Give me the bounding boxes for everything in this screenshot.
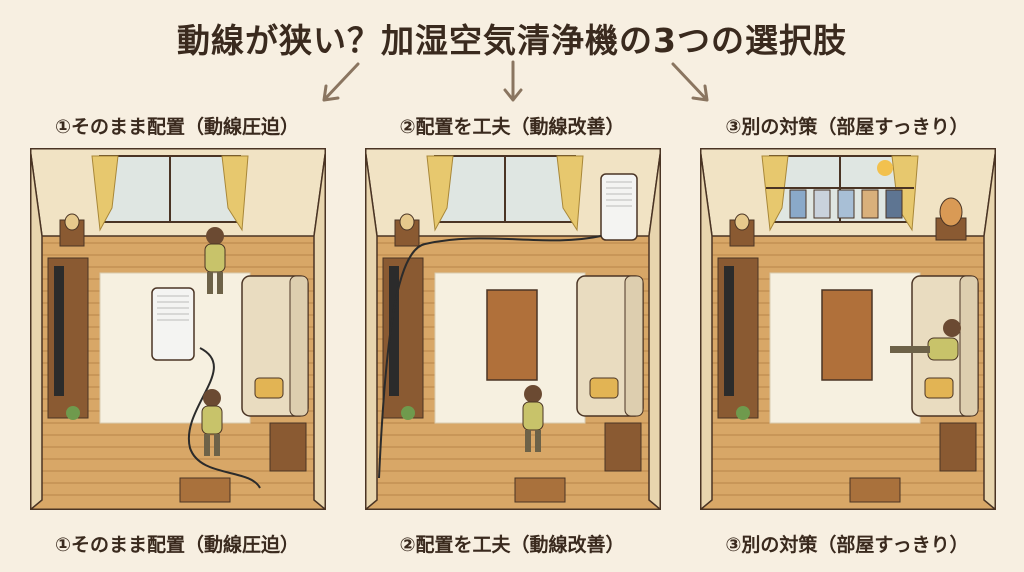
door-mat [849,477,901,503]
coffee-table [486,289,538,381]
room-svg [30,148,326,510]
left-wall [700,148,713,510]
door-mat [179,477,231,503]
sun-icon [877,160,893,176]
left-wall [365,148,378,510]
arrow-left-icon [322,62,360,102]
sofa [241,275,309,417]
clothes-rack [766,187,914,219]
window [99,155,241,223]
sofa [576,275,644,417]
curtains [761,155,919,232]
option-2-caption: ②配置を工夫（動線改善） [399,534,625,556]
curtains [91,155,249,232]
window [434,155,576,223]
curtains [426,155,584,232]
tv-stand [717,257,759,419]
room-svg [365,148,661,510]
power-cord [187,347,261,489]
coffee-table [821,289,873,381]
arrow-right-icon [671,62,709,102]
person [201,389,223,456]
room-illustration-3 [700,148,996,510]
side-table [394,213,420,247]
side-table [729,213,755,247]
air-purifier [600,173,638,241]
bookshelf [939,422,977,472]
plant [66,406,80,420]
person-on-sofa [890,319,961,361]
person [522,385,544,452]
room-svg [700,148,996,510]
room-illustration-2 [365,148,661,510]
power-cord [378,235,602,479]
humidifier [935,197,967,241]
right-wall [983,148,996,510]
left-wall [30,148,43,510]
door-mat [514,477,566,503]
right-wall [313,148,326,510]
right-wall [648,148,661,510]
option-2-heading: ②配置を工夫（動線改善） [399,116,625,138]
option-3-caption: ③別の対策（部屋すっきり） [725,534,969,556]
arrow-down-icon [503,60,523,102]
option-3-heading: ③別の対策（部屋すっきり） [725,116,969,138]
person [204,227,226,294]
option-1-caption: ①そのまま配置（動線圧迫） [54,534,300,556]
plant [736,406,750,420]
bookshelf [269,422,307,472]
page-title: 動線が狭い？加湿空気清浄機の3つの選択肢 [177,21,847,60]
bookshelf [604,422,642,472]
option-1-heading: ①そのまま配置（動線圧迫） [54,116,300,138]
room-illustration-1 [30,148,326,510]
plant [401,406,415,420]
air-purifier [151,287,195,361]
tv-stand [47,257,89,419]
side-table [59,213,85,247]
